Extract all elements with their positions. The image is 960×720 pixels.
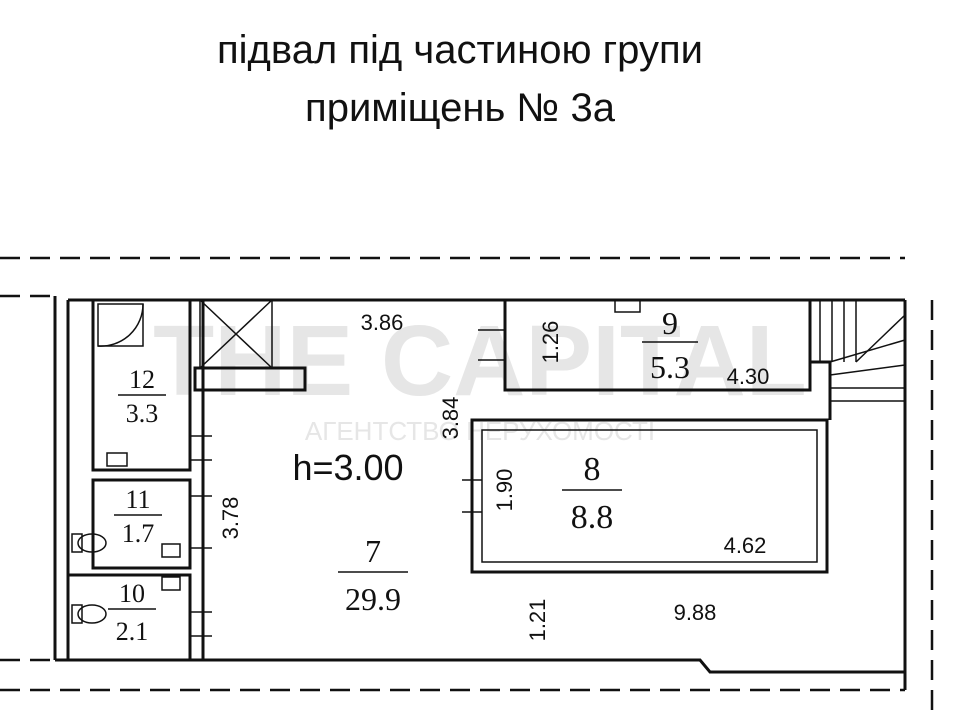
room-12-walls — [91, 298, 192, 472]
sink-12 — [106, 452, 128, 467]
ceiling-height-label: h=3.00 — [292, 447, 403, 488]
dimension-3-84: 3.84 — [438, 397, 463, 440]
plan-title-line-2: приміщень № 3а — [305, 86, 615, 130]
walls — [53, 296, 907, 690]
room-11-number: 11 — [125, 485, 150, 514]
wall-bottom — [55, 658, 905, 674]
plan-title-line-1: підвал під частиною групи — [217, 28, 703, 72]
dimension-1-90: 1.90 — [492, 469, 517, 512]
watermark: THE CAPITAL АГЕНТСТВО НЕРУХОМОСТІ — [153, 305, 807, 446]
fixtures — [71, 303, 181, 624]
room-labels: 12 3.3 11 1.7 10 2.1 7 29.9 9 5.3 8 8.8 … — [108, 305, 698, 646]
room-8-area: 8.8 — [571, 499, 614, 536]
room-7-area: 29.9 — [345, 581, 401, 617]
room-10-walls — [66, 573, 192, 662]
room-10-number: 10 — [119, 579, 145, 608]
dimension-4-62: 4.62 — [724, 533, 767, 558]
sink-10 — [161, 576, 181, 591]
room-8-number: 8 — [584, 451, 601, 488]
dimension-9-88: 9.88 — [674, 600, 717, 625]
room-9-walls — [503, 300, 812, 392]
room-12-area: 3.3 — [126, 399, 159, 428]
room-12-number: 12 — [129, 365, 155, 394]
boundary-lines — [0, 256, 934, 720]
toilet-11 — [77, 533, 107, 553]
beam — [193, 366, 307, 392]
stair-wall — [810, 360, 832, 420]
staircase — [819, 300, 906, 402]
toilet-10 — [77, 604, 107, 624]
room-7-number: 7 — [365, 533, 381, 569]
shower-tray — [97, 303, 144, 347]
dimension-1-21: 1.21 — [525, 599, 550, 642]
dimension-4-30: 4.30 — [727, 364, 770, 389]
sink-11 — [161, 543, 181, 558]
dimension-labels: 3.86 1.26 4.30 3.84 1.90 4.62 3.78 1.21 … — [218, 310, 769, 641]
room-11-area: 1.7 — [122, 519, 155, 548]
room-10-area: 2.1 — [116, 617, 149, 646]
room-9-number: 9 — [662, 305, 678, 341]
dimension-3-86: 3.86 — [361, 310, 404, 335]
room-11-walls — [91, 478, 192, 570]
dimension-3-78: 3.78 — [218, 497, 243, 540]
dimension-1-26: 1.26 — [538, 321, 563, 364]
watermark-brand: THE CAPITAL — [153, 305, 807, 417]
room-9-area: 5.3 — [650, 349, 690, 385]
